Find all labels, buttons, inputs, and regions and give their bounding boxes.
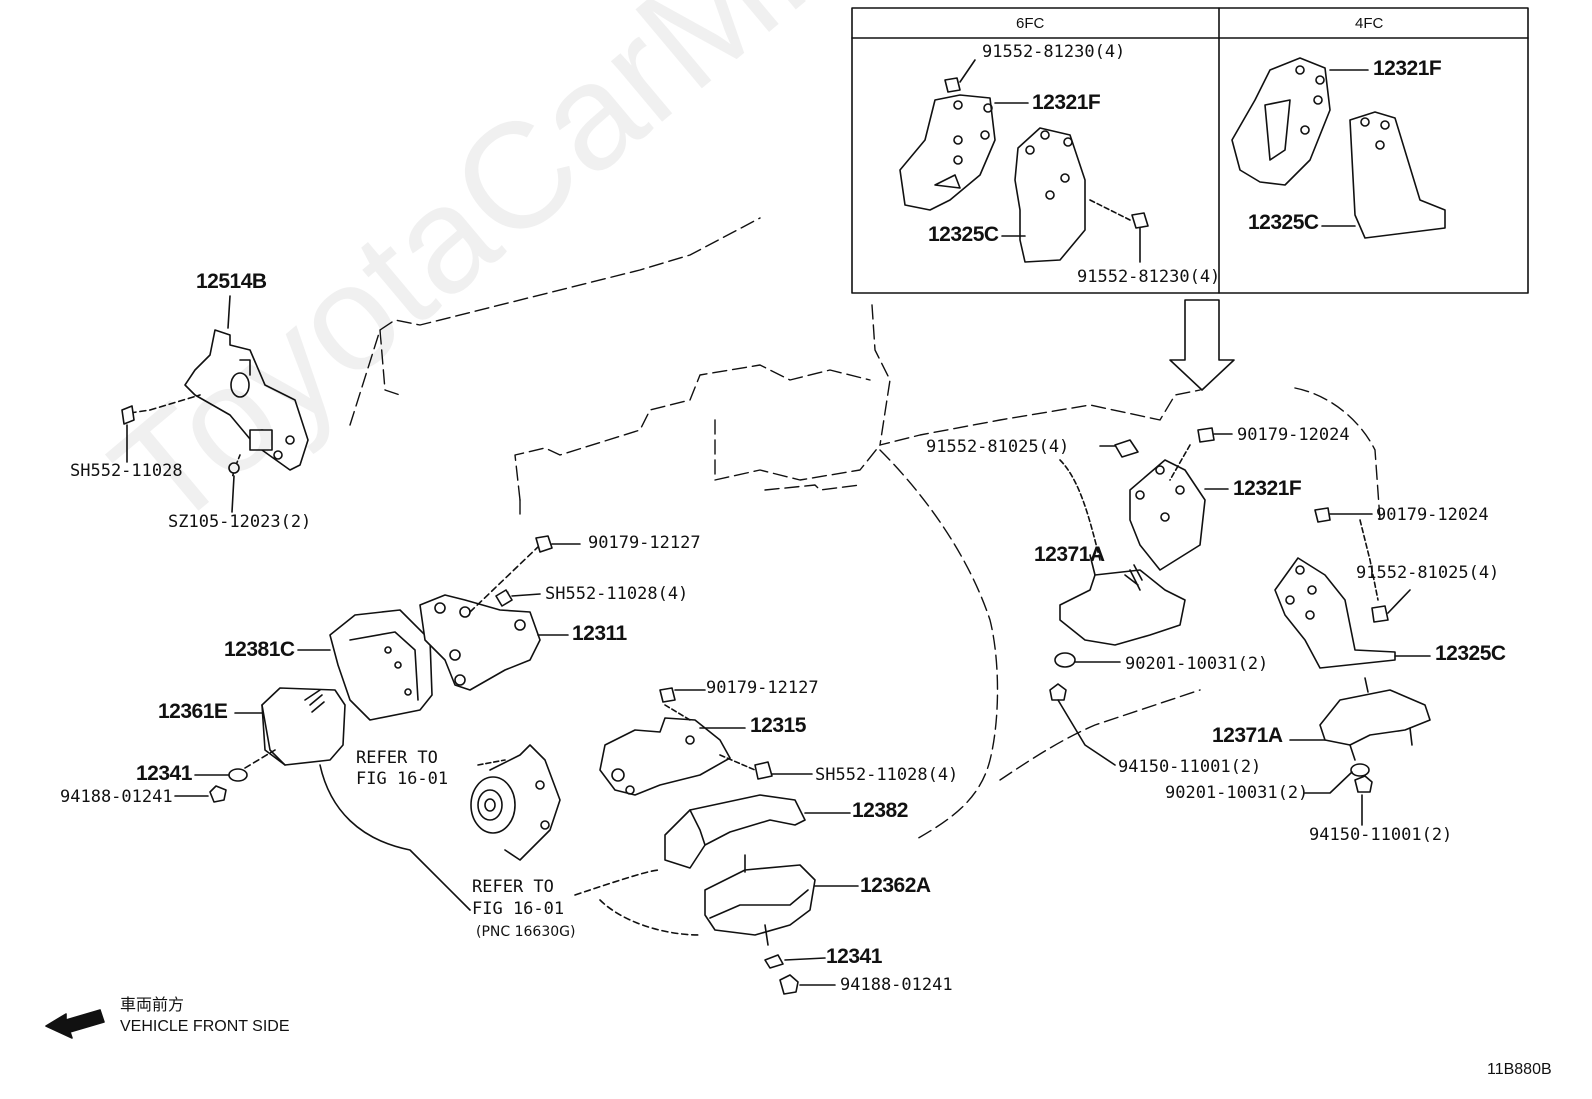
part-label: 94188-01241 xyxy=(60,787,173,807)
part-label: SH552-11028 xyxy=(70,461,183,481)
refer-label: REFER TO xyxy=(472,877,554,897)
part-label: 90179-12024 xyxy=(1376,505,1489,525)
bracket-12321f-main xyxy=(1099,427,1233,571)
part-label: SZ105-12023(2) xyxy=(168,512,312,532)
part-label: 12341 xyxy=(136,762,192,785)
part-label: 12371A xyxy=(1034,543,1105,566)
insulator-12371a-b xyxy=(1289,677,1431,826)
leader-refer-2 xyxy=(574,869,661,896)
insulator-12382 xyxy=(664,794,851,869)
refer-label: (PNC 16630G) xyxy=(476,924,576,940)
insulator-12361e xyxy=(174,687,346,803)
part-label: 90179-12024 xyxy=(1237,425,1350,445)
part-label: 12382 xyxy=(852,799,908,822)
variant-4fc-header: 4FC xyxy=(1355,15,1384,32)
vehicle-front-note: VEHICLE FRONT SIDE xyxy=(120,1018,290,1035)
part-label: 12362A xyxy=(860,874,931,897)
part-label: 12321F xyxy=(1032,91,1101,114)
leader-refer xyxy=(319,764,471,911)
part-label: 90179-12127 xyxy=(706,678,819,698)
part-label: 91552-81230(4) xyxy=(1077,267,1221,287)
inset-6fc-parts xyxy=(899,59,1149,263)
insulator-12371a-a xyxy=(1049,459,1186,766)
front-arrow-icon xyxy=(45,1009,105,1039)
vehicle-front-note-jp: 車両前方 xyxy=(120,997,185,1014)
part-label: 12371A xyxy=(1212,724,1283,747)
insulator-12362a xyxy=(704,854,859,995)
variant-6fc-header: 6FC xyxy=(1016,15,1045,32)
part-label: 12325C xyxy=(1248,211,1319,234)
part-label: 91552-81230(4) xyxy=(982,42,1126,62)
part-label: 90201-10031(2) xyxy=(1165,783,1309,803)
insulator-12381c xyxy=(297,609,433,721)
part-label: 12321F xyxy=(1233,477,1302,500)
part-label: 91552-81025(4) xyxy=(1356,563,1500,583)
part-label: 12311 xyxy=(572,622,627,645)
part-label: 94150-11001(2) xyxy=(1309,825,1453,845)
variant-inset-frame xyxy=(851,7,1529,294)
leader-refer-3 xyxy=(599,899,701,936)
bracket-12325c-main xyxy=(1274,507,1431,669)
part-label: SH552-11028(4) xyxy=(815,765,959,785)
part-label: SH552-11028(4) xyxy=(545,584,689,604)
engine-outline xyxy=(349,217,1381,841)
part-label: 12325C xyxy=(928,223,999,246)
part-label: 90201-10031(2) xyxy=(1125,654,1269,674)
figure-code: 11B880B xyxy=(1487,1061,1552,1078)
idler-pulley xyxy=(470,744,561,861)
part-label: 12381C xyxy=(224,638,295,661)
bracket-12514b xyxy=(121,295,309,513)
part-label: 91552-81025(4) xyxy=(926,437,1070,457)
part-label: 94150-11001(2) xyxy=(1118,757,1262,777)
refer-label: FIG 16-01 xyxy=(356,769,449,789)
inset-4fc-parts xyxy=(1231,57,1446,239)
part-label: 12514B xyxy=(196,270,267,293)
arrow-down-icon xyxy=(1169,299,1235,391)
bracket-12315 xyxy=(599,687,813,796)
refer-label: REFER TO xyxy=(356,748,438,768)
part-label: 12315 xyxy=(750,714,806,737)
refer-label: FIG 16-01 xyxy=(472,899,565,919)
part-label: 12361E xyxy=(158,700,228,723)
part-label: 12341 xyxy=(826,945,882,968)
part-label: 94188-01241 xyxy=(840,975,953,995)
part-label: 90179-12127 xyxy=(588,533,701,553)
bracket-12311 xyxy=(419,535,581,691)
part-label: 12321F xyxy=(1373,57,1442,80)
part-label: 12325C xyxy=(1435,642,1506,665)
